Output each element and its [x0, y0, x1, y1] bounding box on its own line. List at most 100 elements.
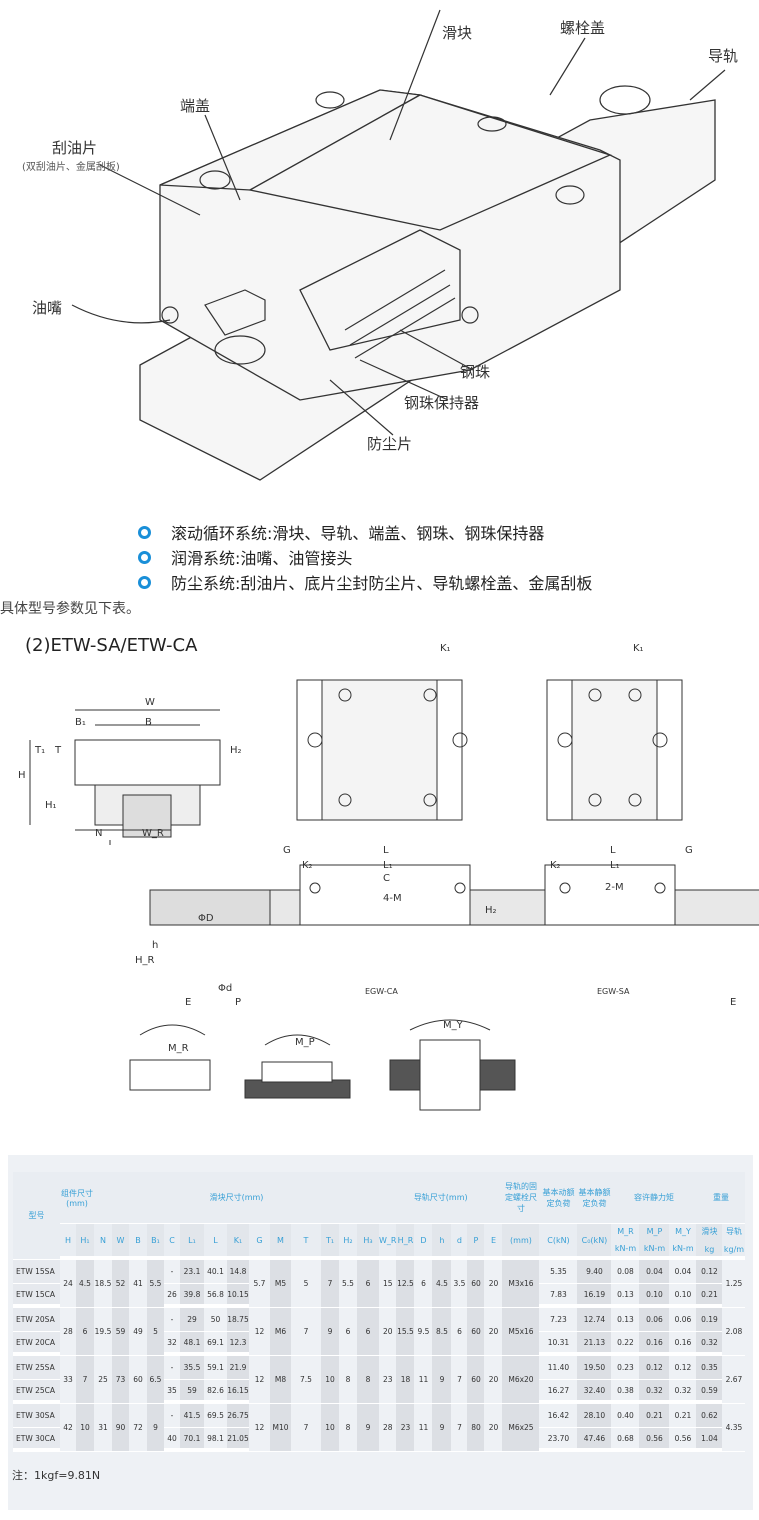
table-cell: 8.5	[432, 1308, 452, 1356]
table-cell: 8	[339, 1356, 357, 1404]
header-block: 滑块尺寸(mm)	[94, 1172, 379, 1224]
table-cell: 12.3	[227, 1332, 249, 1356]
dim-E: E	[730, 997, 737, 1008]
table-cell: 52	[112, 1260, 129, 1308]
table-cell: 12.5	[396, 1260, 415, 1308]
table-cell: 59	[112, 1308, 129, 1356]
table-cell: ETW 25CA	[13, 1380, 60, 1404]
column-header: T	[291, 1224, 321, 1260]
table-cell: M8	[270, 1356, 291, 1404]
circle-bullet-icon	[138, 575, 151, 589]
table-cell: 12	[249, 1404, 270, 1452]
dimension-drawings	[29, 679, 759, 1111]
table-cell: ETW 30CA	[13, 1428, 60, 1452]
column-header: K₁	[227, 1224, 249, 1260]
table-cell: 0.16	[639, 1332, 670, 1356]
table-cell: M10	[270, 1404, 291, 1452]
table-cell: 2.08	[722, 1308, 746, 1356]
circle-bullet-icon	[138, 525, 151, 539]
table-cell: 20	[484, 1260, 503, 1308]
header-bolt: 导轨的固定螺栓尺寸	[502, 1172, 540, 1224]
table-cell: 5.7	[249, 1260, 270, 1308]
table-cell: 0.10	[669, 1284, 697, 1308]
table-cell: 41.5	[180, 1404, 204, 1428]
table-cell: 40	[164, 1428, 180, 1452]
table-cell: 18.75	[227, 1308, 249, 1332]
table-cell: -	[164, 1308, 180, 1332]
table-cell: -	[164, 1356, 180, 1380]
table-cell: 11	[414, 1356, 433, 1404]
column-label: 导轨	[725, 1227, 742, 1236]
table-cell: 14.8	[227, 1260, 249, 1284]
table-cell: 9.40	[577, 1260, 612, 1284]
bullet-item: 防尘系统:刮油片、底片尘封防尘片、导轨螺栓盖、金属刮板	[138, 570, 592, 594]
table-cell: 0.16	[669, 1332, 697, 1356]
footnote: 注：1kgf=9.81N	[12, 1469, 101, 1482]
header-weight: 重量	[696, 1172, 746, 1224]
table-cell: 7	[451, 1404, 468, 1452]
table-cell: 26	[164, 1284, 180, 1308]
table-cell: 69.1	[204, 1332, 227, 1356]
dim-G: G	[685, 845, 693, 856]
label-dust-seal: 防尘片	[367, 435, 413, 453]
table-cell: 0.19	[696, 1308, 723, 1332]
table-cell: 20	[484, 1404, 503, 1452]
table-cell: 0.62	[696, 1404, 723, 1428]
table-cell: M5	[270, 1260, 291, 1308]
table-cell: 72	[129, 1404, 147, 1452]
table-cell: 16.42	[539, 1404, 578, 1428]
intro-text: 具体型号参数见下表。	[0, 601, 140, 617]
bullet-text: 润滑系统:油嘴、油管接头	[171, 549, 353, 568]
table-cell: 18.5	[94, 1260, 112, 1308]
column-unit: kN-m	[672, 1244, 694, 1253]
table-cell: 12.74	[577, 1308, 612, 1332]
table-cell: 21.13	[577, 1332, 612, 1356]
table-cell: M5x16	[502, 1308, 540, 1356]
column-header: B	[129, 1224, 147, 1260]
table-cell: 7.5	[291, 1356, 321, 1404]
label-balls: 钢珠	[460, 363, 491, 381]
table-cell: 5	[147, 1308, 164, 1356]
column-header: C(kN)	[539, 1224, 578, 1260]
column-header: H₃	[357, 1224, 379, 1260]
table-cell: 56.8	[204, 1284, 227, 1308]
table-cell: 0.40	[611, 1404, 640, 1428]
rail-label-sa: EGW-SA	[597, 987, 630, 996]
column-header: G	[249, 1224, 270, 1260]
label-bolt-cap: 螺栓盖	[560, 19, 606, 37]
table-cell: 5.35	[539, 1260, 578, 1284]
table-cell: 60	[467, 1356, 485, 1404]
dim-HR: H_R	[135, 955, 155, 966]
table-cell: 6	[339, 1308, 357, 1356]
table-cell: 0.21	[639, 1404, 670, 1428]
table-cell: 0.56	[669, 1428, 697, 1452]
table-cell: 25	[94, 1356, 112, 1404]
table-cell: 32.40	[577, 1380, 612, 1404]
table-cell: 82.6	[204, 1380, 227, 1404]
column-header: H₂	[339, 1224, 357, 1260]
dim-H2: H₂	[230, 745, 242, 756]
table-cell: 7	[76, 1356, 94, 1404]
table-cell: 7	[451, 1356, 468, 1404]
dim-WR: W_R	[142, 828, 164, 839]
dim-phiD: ΦD	[198, 913, 214, 924]
table-cell: 7	[321, 1260, 339, 1308]
header-model: 型号	[13, 1172, 60, 1260]
dim-L1: L₁	[383, 860, 393, 871]
dim-T: T	[55, 745, 62, 756]
table-cell: 33	[60, 1356, 76, 1404]
header-assembly: 组件尺寸(mm)	[60, 1172, 94, 1224]
table-cell: 0.04	[669, 1260, 697, 1284]
table-cell: 31	[94, 1404, 112, 1452]
table-cell: 47.46	[577, 1428, 612, 1452]
table-cell: 6	[357, 1260, 379, 1308]
table-cell: 11	[414, 1404, 433, 1452]
dim-N: N	[95, 828, 103, 839]
table-cell: 19.50	[577, 1356, 612, 1380]
table-cell: 32	[164, 1332, 180, 1356]
table-cell: 10.31	[539, 1332, 578, 1356]
